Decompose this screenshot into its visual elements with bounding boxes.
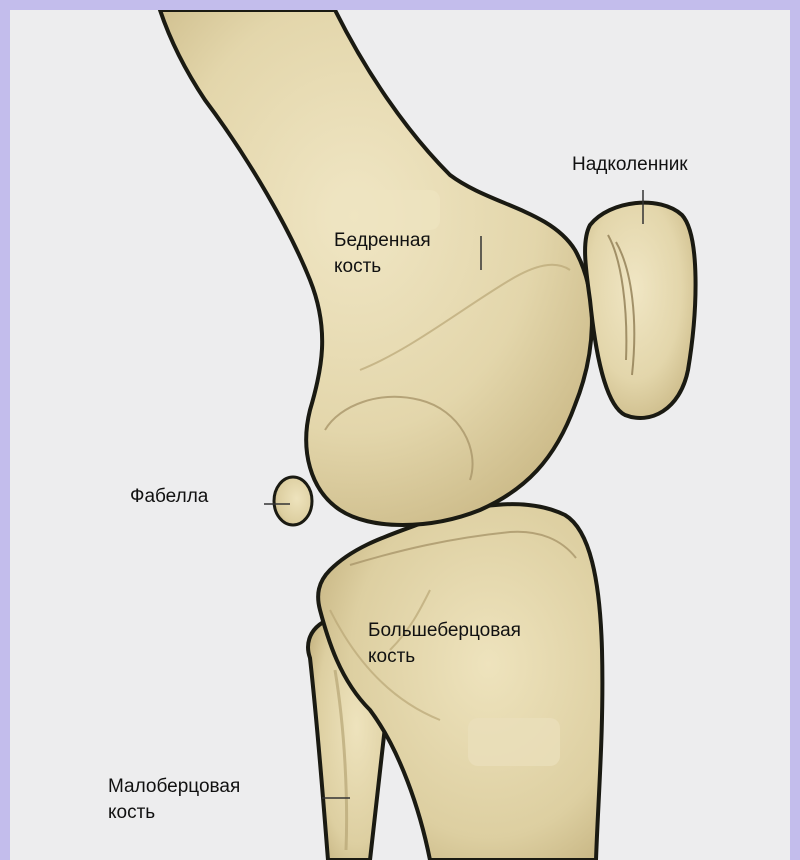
- fibula-label: Малоберцовая кость: [108, 774, 240, 826]
- patella-label-text: Надколенник: [572, 152, 688, 178]
- tibia-label: Большеберцовая кость: [368, 618, 521, 670]
- femur-highlight: [330, 190, 440, 230]
- fabella-bone: [274, 477, 312, 525]
- femur-label-line1: Бедренная: [334, 228, 431, 254]
- patella-bone: [585, 203, 695, 418]
- fabella-label-text: Фабелла: [130, 484, 208, 510]
- patella-label: Надколенник: [572, 152, 688, 178]
- knee-diagram: [10, 10, 790, 860]
- tibia-highlight: [468, 718, 560, 766]
- fibula-label-line2: кость: [108, 800, 240, 826]
- fabella-label: Фабелла: [130, 484, 208, 510]
- tibia-label-line2: кость: [368, 644, 521, 670]
- tibia-label-line1: Большеберцовая: [368, 618, 521, 644]
- fibula-label-line1: Малоберцовая: [108, 774, 240, 800]
- diagram-frame: Надколенник Бедренная кость Фабелла Боль…: [10, 10, 790, 860]
- femur-label-line2: кость: [334, 254, 431, 280]
- femur-label: Бедренная кость: [334, 228, 431, 280]
